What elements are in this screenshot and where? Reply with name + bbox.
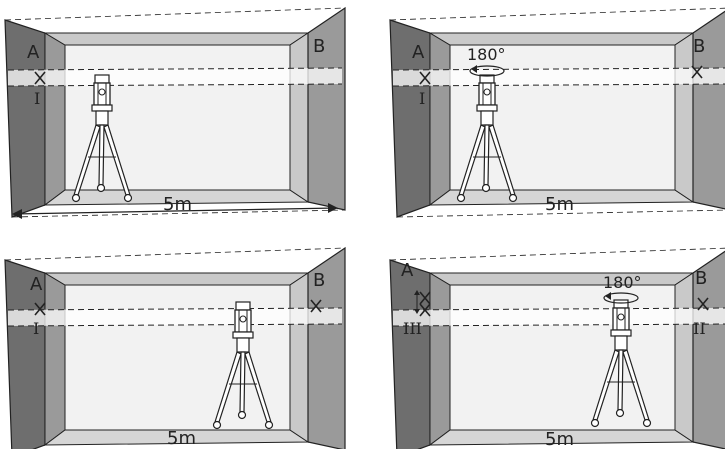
cross-mark-left-upper [419, 291, 431, 305]
cross-mark-left [419, 71, 431, 85]
cross-mark-right [310, 299, 322, 313]
distance-label: 5m [545, 429, 574, 449]
wall-label-b: B [695, 268, 707, 289]
cross-mark-left [34, 71, 46, 85]
mark-label-left: III [403, 319, 422, 338]
distance-label: 5m [163, 194, 192, 215]
rotation-label: 180° [603, 273, 642, 292]
mark-label-right: II [693, 319, 706, 338]
mark-label-left: I [419, 89, 425, 108]
wall-label-b: B [313, 270, 325, 291]
cross-mark-right [697, 297, 709, 311]
panel-1-setup: A B I 5m [4, 7, 346, 219]
wall-label-a: A [412, 42, 425, 63]
distance-label: 5m [167, 428, 196, 449]
wall-label-b: B [693, 36, 705, 57]
distance-label: 5m [545, 194, 574, 215]
wall-label-b: B [313, 36, 325, 57]
cross-mark-right [691, 65, 703, 79]
wall-label-a: A [27, 42, 40, 63]
cross-mark-left [419, 303, 431, 317]
panel-4-near-b-rotated: A B III II 180° 5m [389, 247, 725, 449]
rotation-arrow-icon [603, 292, 639, 304]
cross-mark-left [34, 302, 46, 316]
rotation-label: 180° [467, 45, 506, 64]
mark-label-left: I [33, 319, 39, 338]
mark-label-left: I [34, 89, 40, 108]
distance-arrow [13, 207, 337, 215]
wall-label-a: A [30, 274, 43, 295]
panel-2-rotated: A B I 180° 5m [389, 7, 725, 218]
wall-label-a: A [401, 260, 414, 281]
panel-3-near-b: A B I 5m [4, 247, 346, 449]
rotation-arrow-icon [469, 65, 505, 77]
